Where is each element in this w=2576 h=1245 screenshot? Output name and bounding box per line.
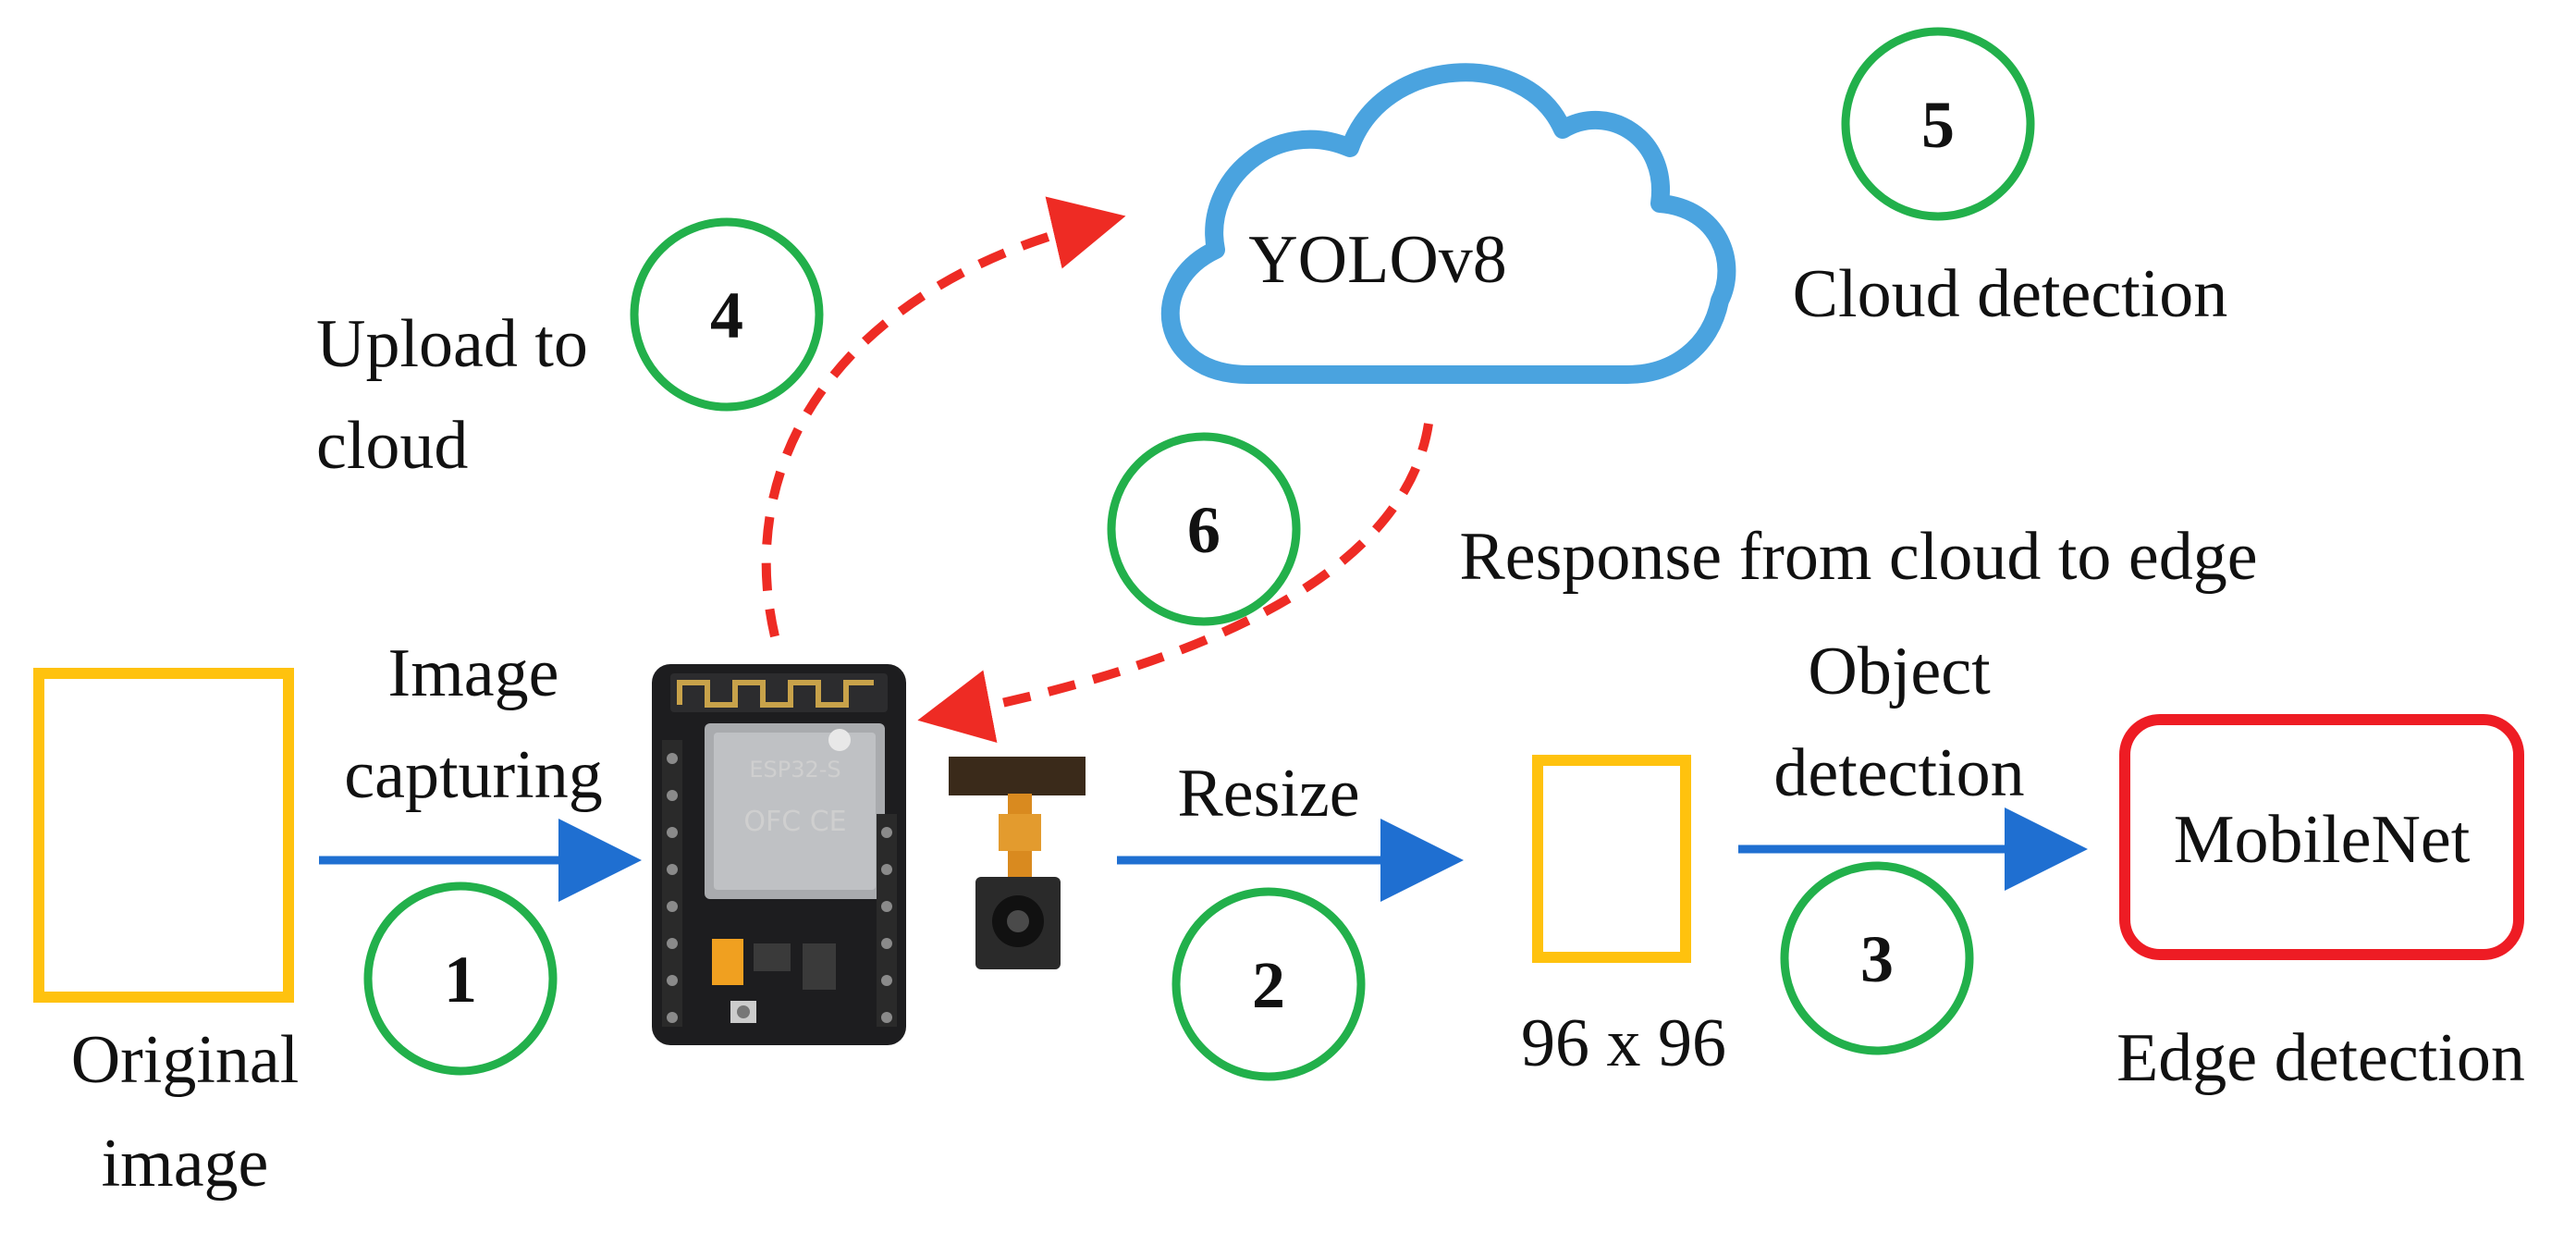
chip-label-top: ESP32-S [749,757,840,783]
chip-label-bottom: OFC CE [743,806,846,838]
step-1-circle [363,881,558,1076]
arrow-response-dashed [917,423,1433,744]
step-5-number: 5 [1921,88,1955,162]
step-2-number: 2 [1252,948,1285,1022]
mobilenet-box [2119,714,2524,960]
esp32-cam-board-icon: ESP32-S OFC CE [652,664,906,1045]
response-label: Response from cloud to edge [1459,519,2257,595]
step-4-circle [630,217,824,412]
step-1-number: 1 [444,943,477,1017]
cloud-detection-label: Cloud detection [1793,256,2228,332]
step-6-circle [1107,432,1301,626]
cloud-icon [1160,63,1736,384]
mobilenet-label: MobileNet [2174,802,2471,878]
step-4-number: 4 [710,278,743,352]
step-3-circle [1780,861,1974,1055]
object-detection-label-line2: detection [1773,735,2024,811]
edge-detection-label: Edge detection [2116,1020,2525,1096]
original-image-label-line1: Original [71,1022,300,1098]
upload-label-line1: Upload to [316,306,588,382]
original-image-label-line2: image [102,1126,269,1202]
step-5-circle [1841,27,2035,221]
cloud-model-label: YOLOv8 [1248,222,1507,298]
image-capturing-label-line1: Image [388,635,559,711]
step-2-circle [1171,887,1366,1081]
object-detection-label-line1: Object [1808,634,1991,709]
image-size-label: 96 x 96 [1521,1005,1726,1081]
upload-label-line2: cloud [316,408,468,484]
image-capturing-label-line2: capturing [344,737,602,813]
camera-module-icon [949,757,1086,969]
resized-image-frame [1532,755,1691,963]
step-3-number: 3 [1860,922,1894,996]
original-image-frame [33,668,294,1003]
resize-label: Resize [1177,756,1359,832]
step-6-number: 6 [1187,493,1221,567]
